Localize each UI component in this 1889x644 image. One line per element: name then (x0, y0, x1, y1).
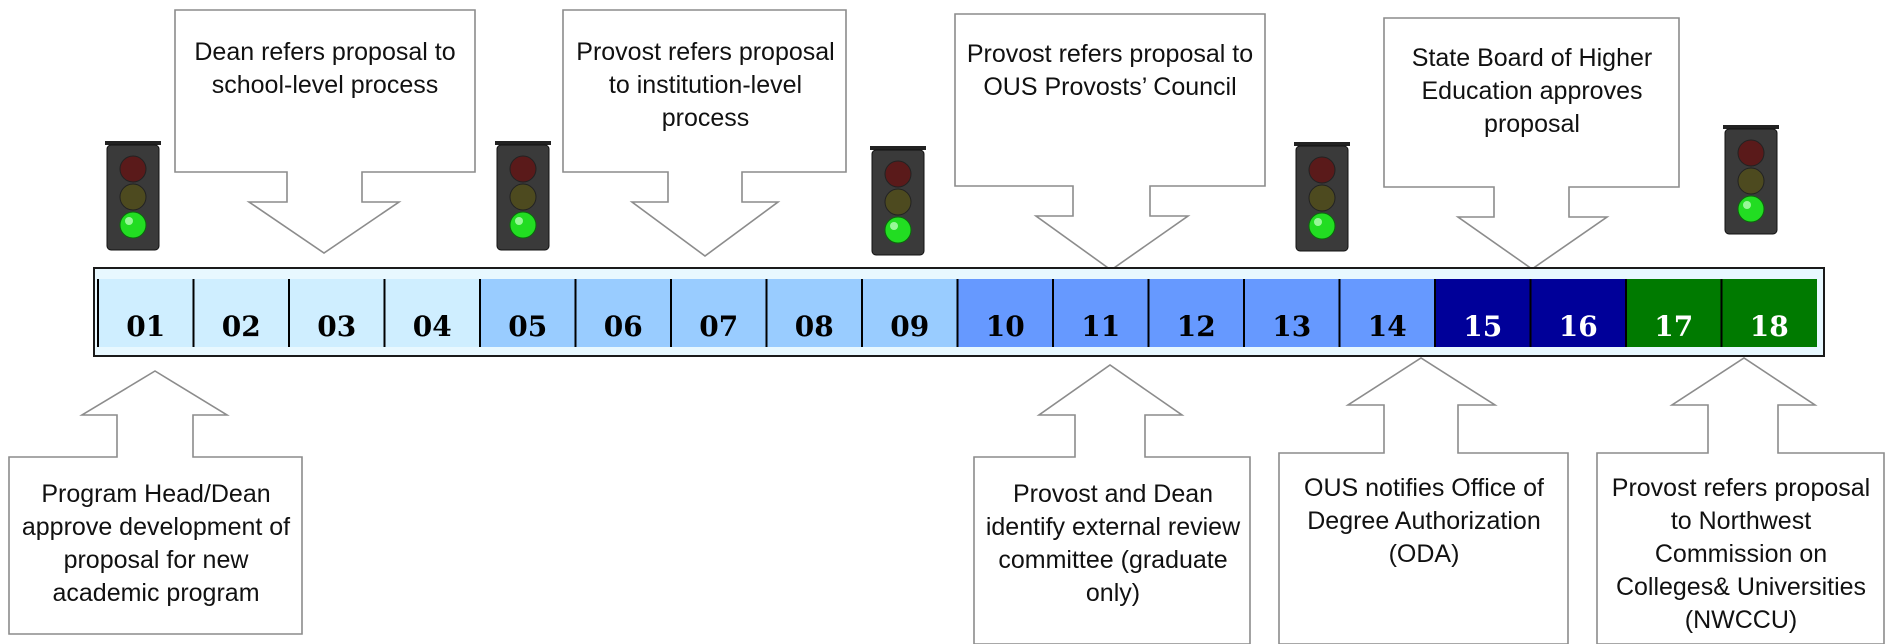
step-number: 13 (1272, 310, 1311, 343)
callout-program-head: Program Head/Dean approve development of… (21, 480, 291, 607)
traffic-light-icon (870, 146, 926, 256)
callout-nwccu: Provost refers proposal to Northwest Com… (1611, 474, 1871, 634)
step-number: 14 (1368, 310, 1407, 343)
traffic-light-icon (495, 141, 551, 251)
step-number: 16 (1559, 310, 1598, 343)
step-number: 07 (699, 310, 738, 343)
step-number: 18 (1750, 310, 1789, 343)
step-number: 06 (604, 310, 643, 343)
step-number: 02 (222, 310, 261, 343)
timeline-step-14: 14 (1338, 279, 1435, 347)
timeline-step-02: 02 (192, 279, 289, 347)
step-number: 09 (890, 310, 929, 343)
step-number: 01 (126, 310, 165, 343)
step-number: 03 (317, 310, 356, 343)
traffic-light-icon (1723, 125, 1779, 235)
callout-arrow-dean-refers (174, 9, 476, 254)
callout-provost-refers-council: Provost refers proposal to OUS Provosts’… (966, 40, 1254, 101)
timeline-step-06: 06 (574, 279, 671, 347)
callout-arrow-ous-notifies (1278, 357, 1569, 644)
step-number: 08 (795, 310, 834, 343)
timeline-step-07: 07 (670, 279, 767, 347)
callout-external-review: Provost and Dean identify external revie… (985, 480, 1241, 607)
callout-arrow-provost-refers-institution (562, 9, 847, 257)
timeline-step-04: 04 (383, 279, 480, 347)
step-number: 11 (1081, 310, 1120, 343)
timeline-step-13: 13 (1243, 279, 1340, 347)
callout-dean-refers: Dean refers proposal to school-level pro… (194, 38, 456, 99)
timeline-step-18: 18 (1720, 279, 1817, 347)
timeline-step-15: 15 (1434, 279, 1531, 347)
traffic-light-icon (105, 141, 161, 251)
callout-ous-notifies: OUS notifies Office of Degree Authorizat… (1304, 474, 1544, 568)
callout-provost-refers-institution: Provost refers proposal to institution-l… (576, 38, 835, 132)
timeline-step-11: 11 (1052, 279, 1149, 347)
step-number: 10 (986, 310, 1025, 343)
timeline-step-12: 12 (1147, 279, 1244, 347)
timeline-step-03: 03 (288, 279, 385, 347)
step-number: 15 (1463, 310, 1502, 343)
callout-state-board: State Board of Higher Education approves… (1411, 44, 1653, 138)
step-number: 17 (1654, 310, 1693, 343)
timeline-step-05: 05 (479, 279, 576, 347)
callout-arrow-nwccu (1596, 357, 1885, 644)
traffic-light-icon (1294, 142, 1350, 252)
callout-arrow-provost-refers-council (954, 13, 1266, 271)
timeline-step-17: 17 (1625, 279, 1722, 347)
timeline-step-08: 08 (765, 279, 862, 347)
callout-arrow-program-head (8, 370, 303, 635)
timeline-step-09: 09 (861, 279, 958, 347)
callout-arrow-state-board (1383, 17, 1680, 270)
step-number: 05 (508, 310, 547, 343)
callout-arrow-external-review (973, 364, 1251, 644)
timeline-step-10: 10 (956, 279, 1053, 347)
timeline-step-01: 01 (97, 279, 194, 347)
step-number: 12 (1177, 310, 1216, 343)
timeline-step-16: 16 (1529, 279, 1626, 347)
step-number: 04 (413, 310, 452, 343)
